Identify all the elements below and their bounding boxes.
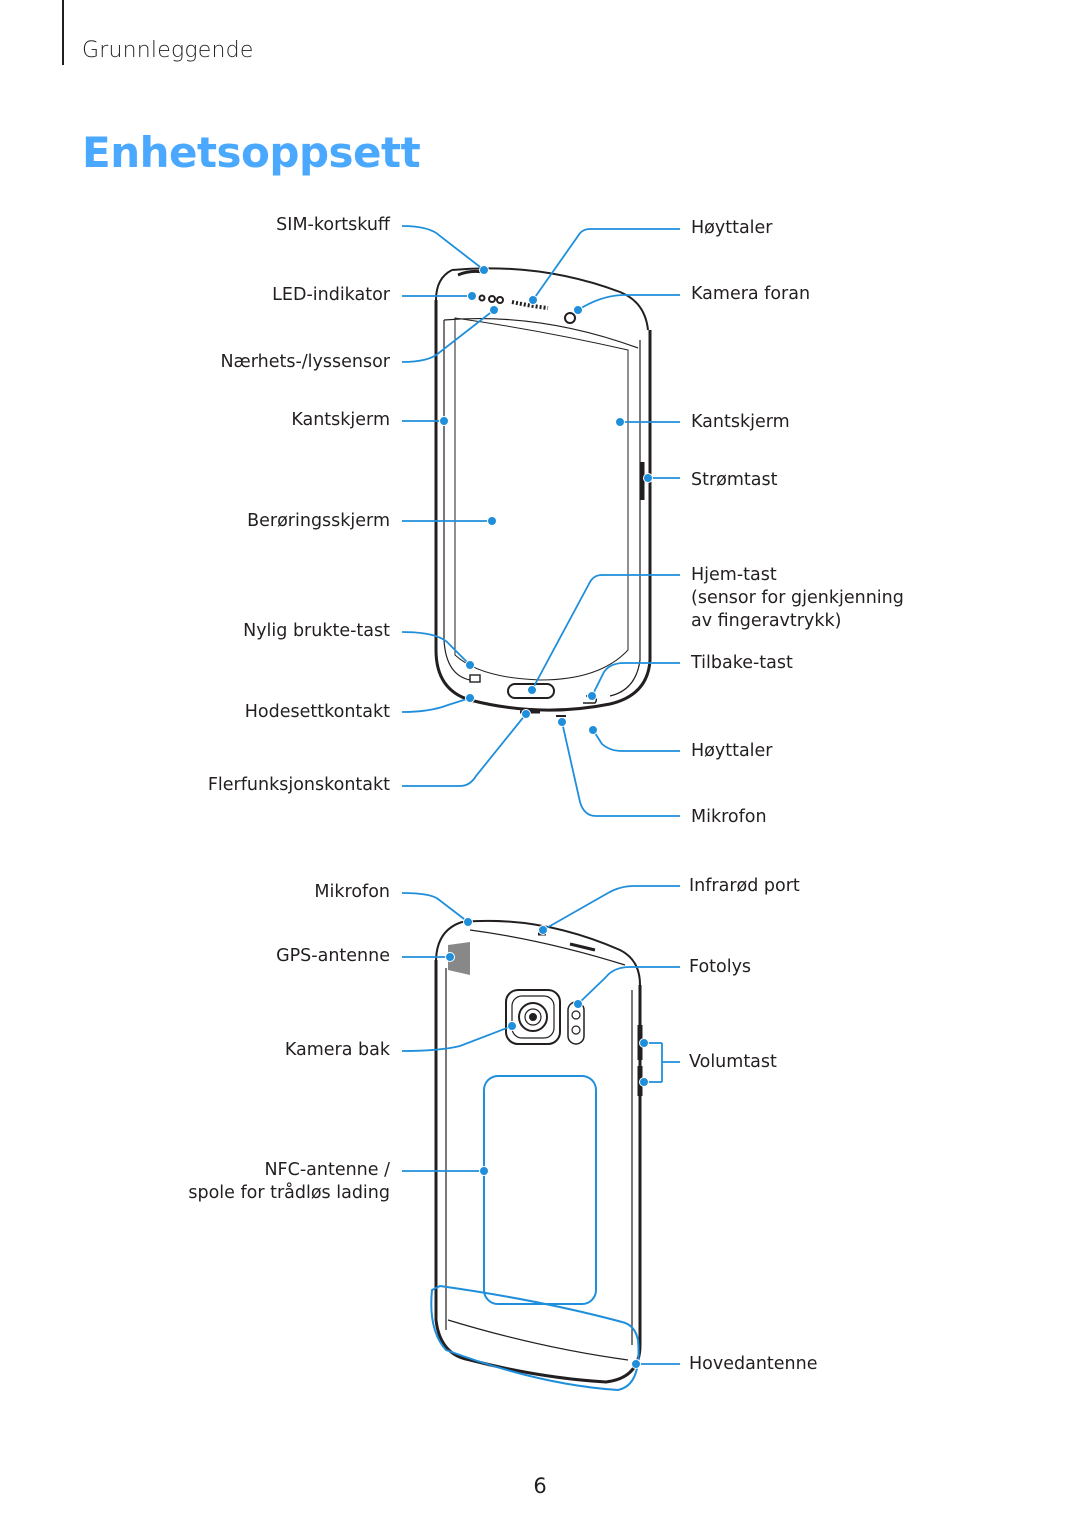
label-headset-jack: Hodesettkontakt bbox=[244, 702, 390, 722]
label-home-key-sensor: (sensor for gjenkjenning bbox=[691, 588, 904, 608]
label-gps-antenna: GPS-antenne bbox=[276, 946, 390, 966]
label-rear-camera: Kamera bak bbox=[284, 1040, 390, 1060]
label-power-key: Strømtast bbox=[691, 470, 778, 490]
label-speaker-top: Høyttaler bbox=[691, 218, 773, 238]
label-led-indicator: LED-indikator bbox=[272, 285, 390, 305]
header-rule bbox=[62, 0, 64, 65]
label-sim-tray: SIM-kortskuff bbox=[276, 215, 390, 235]
page-number: 6 bbox=[533, 1474, 547, 1498]
label-home-key: Hjem-tast bbox=[691, 565, 777, 585]
label-ir-port: Infrarød port bbox=[689, 876, 800, 896]
label-speaker-bottom: Høyttaler bbox=[691, 741, 773, 761]
label-home-key-fingerprint: av fingeravtrykk) bbox=[691, 611, 842, 631]
label-recent-key: Nylig brukte-tast bbox=[243, 621, 390, 641]
label-proximity-sensor: Nærhets-/lyssensor bbox=[220, 352, 390, 372]
label-main-antenna: Hovedantenne bbox=[689, 1354, 818, 1374]
label-edge-screen-right: Kantskjerm bbox=[691, 412, 790, 432]
page-title: Enhetsoppsett bbox=[82, 128, 421, 177]
label-touchscreen: Berøringsskjerm bbox=[247, 511, 390, 531]
front-phone-illustration bbox=[434, 267, 652, 717]
label-nfc-antenna: NFC-antenne / bbox=[264, 1160, 390, 1180]
label-edge-screen-left: Kantskjerm bbox=[291, 410, 390, 430]
label-multipurpose-jack: Flerfunksjonskontakt bbox=[207, 775, 390, 795]
antenna-outlines bbox=[430, 1075, 640, 1392]
callout-dots bbox=[439, 265, 653, 1369]
label-back-key: Tilbake-tast bbox=[691, 653, 793, 673]
label-volume-key: Volumtast bbox=[689, 1052, 777, 1072]
label-flash: Fotolys bbox=[689, 957, 752, 977]
section-title: Grunnleggende bbox=[82, 38, 254, 63]
label-front-camera: Kamera foran bbox=[691, 284, 811, 304]
label-microphone-bottom: Mikrofon bbox=[691, 807, 767, 827]
label-microphone-top: Mikrofon bbox=[314, 882, 390, 902]
callout-lines bbox=[401, 225, 680, 1365]
label-wireless-charging-coil: spole for trådløs lading bbox=[188, 1183, 390, 1203]
back-phone-illustration bbox=[434, 919, 643, 1384]
